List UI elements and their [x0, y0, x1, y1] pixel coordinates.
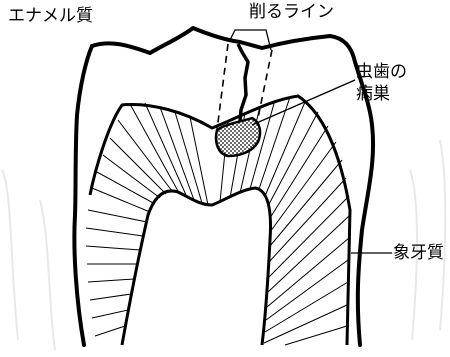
enamel-crack	[238, 44, 248, 122]
label-dentin: 象牙質	[393, 245, 444, 262]
pulp-outline	[122, 188, 270, 345]
label-enamel: エナメル質	[8, 8, 93, 25]
label-caries-line1: 虫歯の	[356, 61, 407, 83]
enamel-outline	[92, 28, 373, 345]
label-caries: 虫歯の 病巣	[356, 61, 407, 105]
label-cut-line: 削るライン	[249, 4, 334, 21]
enamel-left-edge	[74, 46, 92, 345]
label-caries-line2: 病巣	[356, 83, 407, 105]
background-teeth	[2, 140, 445, 350]
